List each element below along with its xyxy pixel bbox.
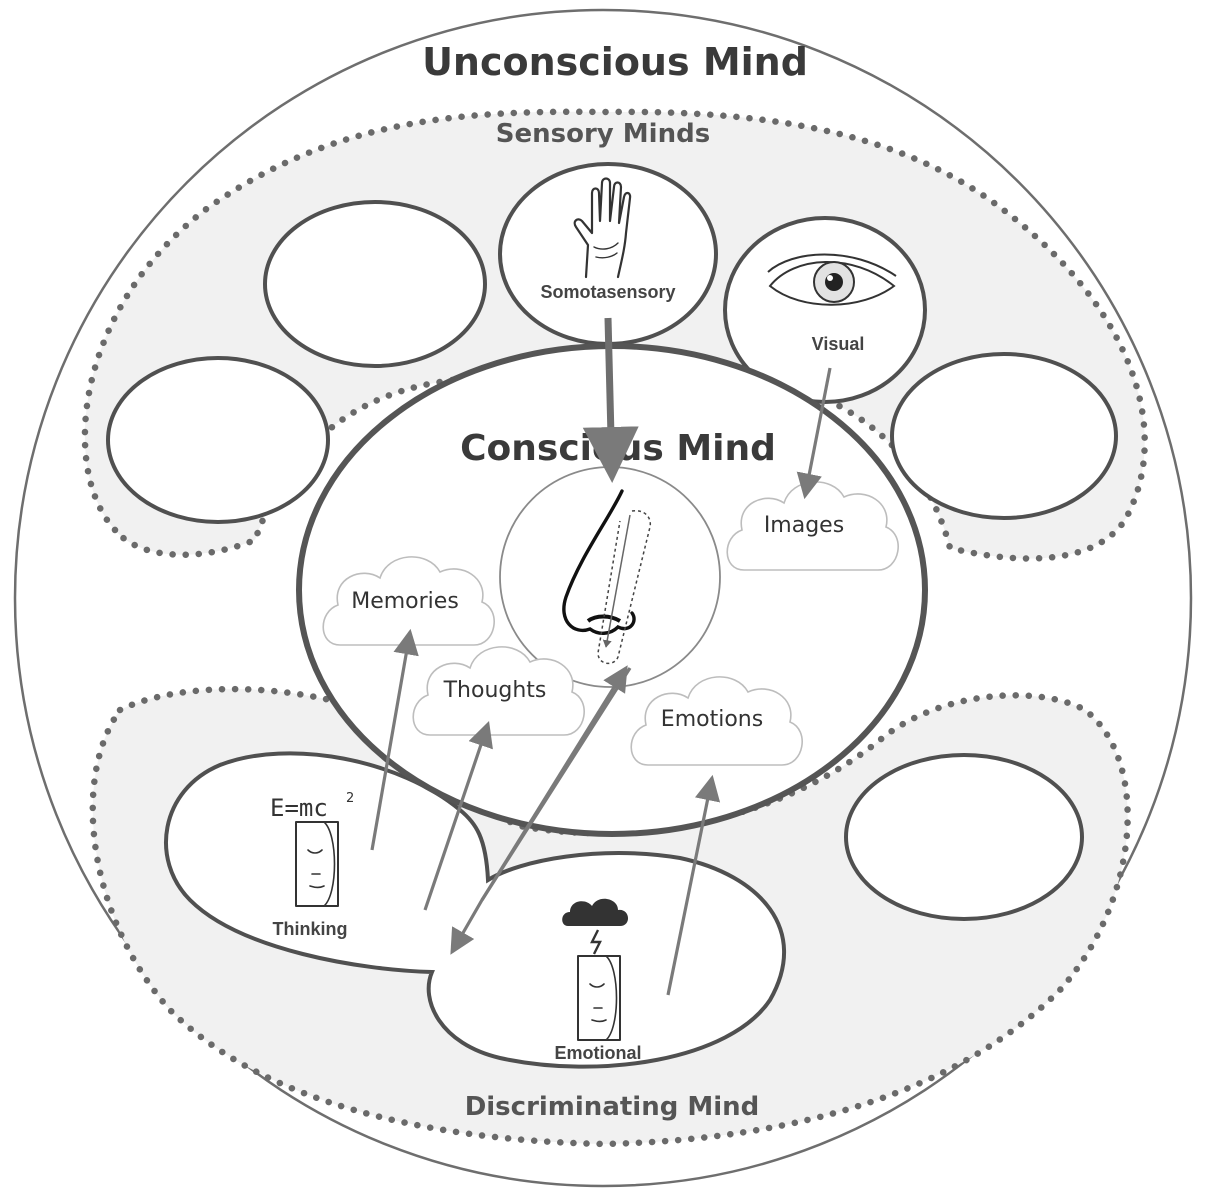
arrow-breath-to-nose	[480, 665, 628, 901]
arrow-emotional-to-emotions	[666, 774, 721, 996]
memories-cloud	[322, 556, 495, 646]
hand-icon	[573, 177, 632, 279]
thinking-formula: E=mc	[270, 794, 328, 822]
thinking-formula-exponent: 2	[346, 791, 354, 806]
somatosensory-label: Somotasensory	[540, 282, 675, 302]
thoughts-label: Thoughts	[443, 678, 547, 703]
discriminating-empty-oval	[844, 753, 1084, 921]
sensory-minds-title: Sensory Minds	[496, 119, 710, 149]
unconscious-mind-title: Unconscious Mind	[422, 40, 808, 84]
images-label: Images	[764, 513, 844, 538]
somatosensory-node	[498, 162, 718, 346]
thoughts-cloud	[412, 646, 585, 736]
discriminating-mind-title: Discriminating Mind	[465, 1092, 760, 1122]
storm-cloud-icon	[562, 898, 629, 955]
sensory-empty-oval-2	[106, 356, 330, 524]
arrow-visual-to-images	[796, 367, 832, 500]
emotions-label: Emotions	[661, 707, 763, 732]
thinking-face-icon	[295, 821, 339, 907]
conscious-mind-title: Conscious Mind	[460, 428, 776, 469]
emotions-cloud	[630, 676, 803, 766]
memories-label: Memories	[351, 589, 459, 614]
arrow-thinking-to-memories	[370, 628, 419, 851]
nose-icon	[562, 489, 652, 665]
eye-icon	[767, 253, 897, 306]
sensory-empty-oval-1	[263, 200, 487, 368]
visual-label: Visual	[812, 334, 865, 354]
emotional-label: Emotional	[554, 1043, 641, 1063]
sensory-empty-oval-3	[890, 352, 1118, 520]
emotional-face-icon	[577, 955, 621, 1041]
arrow-somatosensory-to-conscious	[582, 317, 639, 483]
breath-nose-circle	[499, 466, 721, 688]
thinking-label: Thinking	[273, 919, 348, 939]
arrow-thinking-to-thoughts	[423, 720, 493, 911]
